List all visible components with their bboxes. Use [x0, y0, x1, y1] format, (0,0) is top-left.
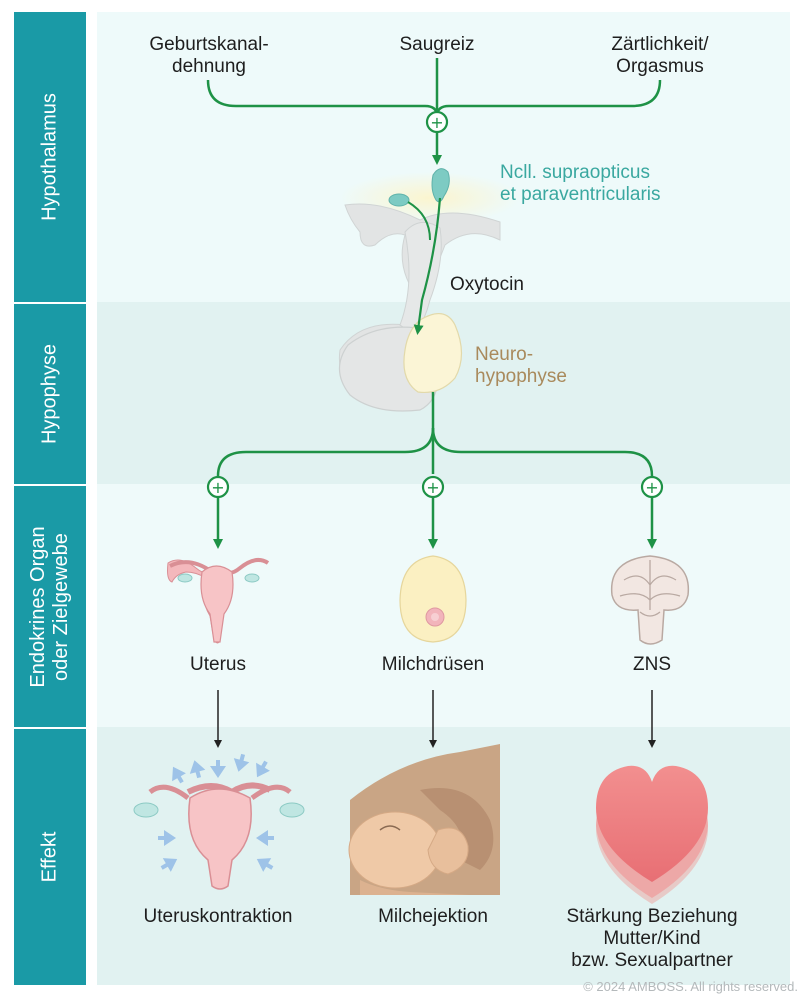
neurohypophysis-label: Neuro- hypophyse	[475, 344, 567, 387]
target-label-cns: ZNS	[633, 654, 671, 675]
svg-text:+: +	[211, 478, 224, 497]
stimulus-label-birth-canal: Geburtskanal- dehnung	[149, 34, 269, 77]
plus-icon: +	[640, 475, 664, 499]
nuclei-label: Ncll. supraopticus et paraventricularis	[500, 162, 661, 205]
effect-label-milk-ejection: Milchejektion	[378, 906, 488, 927]
pituitary-anatomy-illustration	[338, 168, 520, 412]
plus-icon: +	[206, 475, 230, 499]
sidebar-tab-effect: Effekt	[14, 729, 86, 985]
stimulus-label-suckling: Saugreiz	[399, 34, 475, 55]
effect-label-uterine-contraction: Uteruskontraktion	[143, 906, 293, 927]
sidebar-tab-hypophyse: Hypophyse	[14, 304, 86, 484]
stimuli-converging-lines	[206, 58, 662, 117]
band-hypothalamus	[97, 12, 790, 302]
target-label-mammary: Milchdrüsen	[381, 654, 485, 675]
sidebar-tab-hypothalamus: Hypothalamus	[14, 12, 86, 302]
mammary-gland-icon	[399, 555, 467, 643]
brain-icon	[610, 555, 690, 645]
hormone-label: Oxytocin	[450, 274, 524, 295]
svg-text:+: +	[426, 478, 439, 497]
target-branch-lines	[216, 392, 654, 477]
uterus-contraction-illustration	[133, 753, 305, 890]
breastfeeding-illustration	[348, 744, 500, 895]
sidebar-tab-target-organ: Endokrines Organ oder Zielgewebe	[14, 486, 86, 727]
copyright-notice: © 2024 AMBOSS. All rights reserved.	[583, 979, 798, 994]
stimulus-label-tenderness: Zärtlichkeit/ Orgasmus	[611, 34, 709, 77]
effect-label-bonding: Stärkung Beziehung Mutter/Kind bzw. Sexu…	[566, 906, 738, 971]
heart-icon	[596, 765, 708, 904]
target-label-uterus: Uterus	[190, 654, 246, 675]
plus-icon: +	[425, 110, 449, 134]
plus-icon: +	[421, 475, 445, 499]
svg-text:+: +	[430, 113, 443, 132]
svg-text:+: +	[645, 478, 658, 497]
uterus-icon	[167, 557, 270, 644]
